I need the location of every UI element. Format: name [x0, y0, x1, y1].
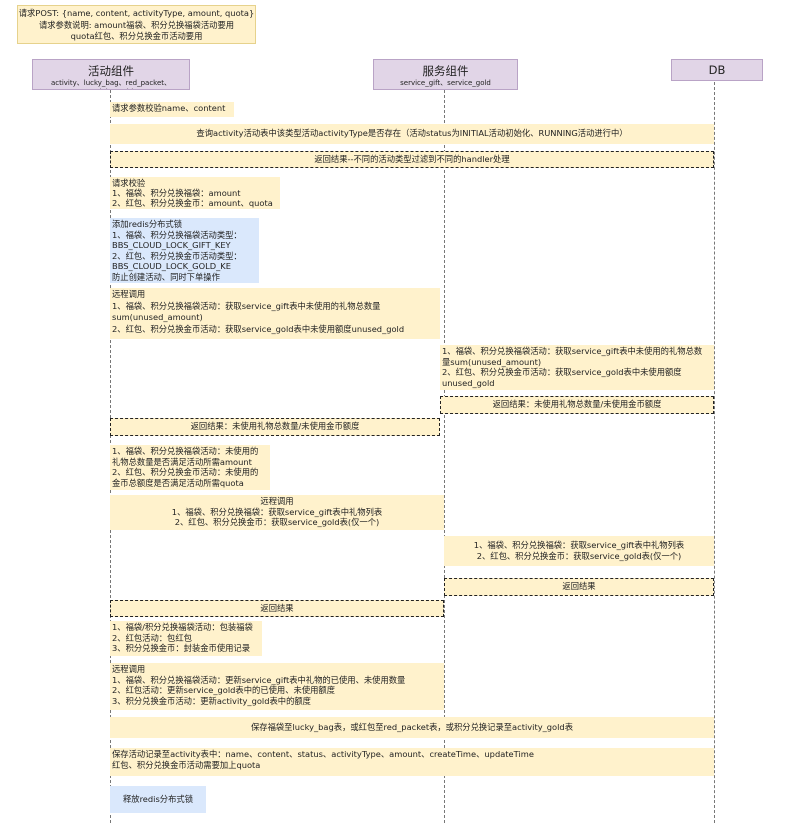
step-request-check: 请求校验 1、福袋、积分兑换福袋：amount 2、红包、积分兑换金币：amou…	[110, 177, 280, 209]
step-add-redis-lock-line-6: 防止创建活动、同时下单操作	[112, 271, 220, 282]
step-remote-call-update: 远程调用 1、福袋、积分兑换福袋活动：更新service_gift表中礼物的已使…	[110, 663, 444, 710]
participant-db-title: DB	[708, 63, 726, 77]
step-service-return-list: 返回结果	[110, 600, 444, 617]
participant-service-title: 服务组件	[422, 64, 469, 78]
step-add-redis-lock-line-2: 1、福袋、积分兑换福袋活动类型：	[112, 229, 242, 240]
step-return-handler-text: 返回结果--不同的活动类型过滤到不同的handler处理	[314, 154, 510, 164]
step-remote-call-list-line-1: 远程调用	[260, 496, 294, 506]
step-add-redis-lock-line-5: BBS_CLOUD_LOCK_GOLD_KE	[112, 261, 231, 271]
participant-activity-subtitle: activity、lucky_bag、red_packet、activity_g…	[50, 79, 172, 89]
step-remote-call-update-line-1: 远程调用	[112, 664, 146, 674]
step-save-record-text: 保存福袋至lucky_bag表，或红包至red_packet表，或积分兑换记录至…	[250, 722, 574, 732]
lifeline-service	[444, 90, 445, 823]
step-add-redis-lock-line-4: 2、红包、积分兑换金币活动类型：	[112, 250, 242, 261]
step-release-lock-text: 释放redis分布式锁	[122, 794, 193, 804]
step-db-query-list: 1、福袋、积分兑换福袋：获取service_gift表中礼物列表 2、红包、积分…	[444, 536, 714, 566]
step-param-validate: 请求参数校验name、content	[110, 102, 234, 117]
step-db-query-list-line-1: 1、福袋、积分兑换福袋：获取service_gift表中礼物列表	[473, 540, 685, 550]
step-check-sufficient-line-2: 礼物总数量是否满足活动所需amount	[112, 456, 252, 467]
step-db-return-list: 返回结果	[444, 578, 714, 596]
step-remote-call-unused: 远程调用 1、福袋、积分兑换福袋活动：获取service_gift表中未使用的礼…	[110, 288, 440, 339]
step-package: 1、福袋/积分兑换福袋活动：包装福袋 2、红包活动：包红包 3、积分兑换金币：封…	[110, 621, 262, 656]
step-db-query-unused-line-1: 1、福袋、积分兑换福袋活动：获取service_gift表中未使用的礼物总数	[442, 346, 703, 356]
request-note-line-2: 请求参数说明: amount福袋、积分兑换福袋活动要用	[38, 19, 235, 30]
participant-service-subtitle: service_gift、service_gold	[400, 79, 491, 87]
step-remote-call-update-line-4: 3、积分兑换金币活动：更新activity_gold表中的额度	[112, 695, 311, 706]
participant-service[interactable]: 服务组件 service_gift、service_gold	[373, 59, 518, 90]
step-request-check-line-3: 2、红包、积分兑换金币：amount、quota	[112, 198, 273, 208]
step-package-line-3: 3、积分兑换金币：封装金币使用记录	[112, 643, 251, 653]
lifeline-db	[714, 82, 715, 823]
step-remote-call-list-line-3: 2、红包、积分兑换金币：获取service_gold表(仅一个)	[174, 517, 380, 527]
step-remote-call-list: 远程调用 1、福袋、积分兑换福袋：获取service_gift表中礼物列表 2、…	[110, 495, 444, 530]
step-db-return-list-text: 返回结果	[562, 581, 596, 591]
participant-db[interactable]: DB	[671, 59, 763, 81]
participant-activity[interactable]: 活动组件 activity、lucky_bag、red_packet、activ…	[32, 59, 190, 90]
step-query-activity-text: 查询activity活动表中该类型活动activityType是否存在（活动st…	[196, 128, 628, 138]
step-remote-call-unused-line-2: 1、福袋、积分兑换福袋活动：获取service_gift表中未使用的礼物总数量	[112, 300, 381, 311]
step-add-redis-lock-line-1: 添加redis分布式锁	[112, 219, 183, 229]
step-db-query-list-line-2: 2、红包、积分兑换金币：获取service_gold表(仅一个)	[476, 551, 682, 561]
step-service-return-list-text: 返回结果	[260, 603, 294, 613]
step-save-activity-line-2: 红包、积分兑换金币活动需要加上quota	[112, 760, 261, 770]
step-db-query-unused: 1、福袋、积分兑换福袋活动：获取service_gift表中未使用的礼物总数 量…	[440, 345, 714, 390]
request-note-line-3: quota红包、积分兑换金币活动要用	[70, 31, 203, 41]
step-db-return-unused: 返回结果：未使用礼物总数量/未使用金币额度	[440, 396, 714, 414]
step-param-validate-text: 请求参数校验name、content	[112, 103, 226, 113]
step-save-record: 保存福袋至lucky_bag表，或红包至red_packet表，或积分兑换记录至…	[110, 717, 714, 738]
step-db-query-unused-line-3: 2、红包、积分兑换金币活动：获取service_gold表中未使用额度	[442, 367, 682, 377]
step-request-check-line-2: 1、福袋、积分兑换福袋：amount	[112, 188, 241, 198]
step-db-query-unused-line-2: 量sum(unused_amount)	[442, 356, 542, 367]
participant-activity-title: 活动组件	[88, 64, 134, 78]
step-check-sufficient-line-3: 2、红包、积分兑换金币活动：未使用的	[112, 467, 259, 477]
step-service-return-unused: 返回结果：未使用礼物总数量/未使用金币额度	[110, 418, 440, 436]
step-add-redis-lock-line-3: BBS_CLOUD_LOCK_GIFT_KEY	[112, 240, 231, 250]
step-remote-call-update-line-3: 2、红包活动：更新service_gold表中的已使用、未使用额度	[112, 685, 336, 695]
step-remote-call-unused-line-3: sum(unused_amount)	[112, 312, 203, 322]
step-package-line-2: 2、红包活动：包红包	[112, 632, 192, 643]
step-check-sufficient: 1、福袋、积分兑换福袋活动：未使用的 礼物总数量是否满足活动所需amount 2…	[110, 445, 270, 490]
step-check-sufficient-line-1: 1、福袋、积分兑换福袋活动：未使用的	[112, 446, 259, 456]
step-add-redis-lock: 添加redis分布式锁 1、福袋、积分兑换福袋活动类型： BBS_CLOUD_L…	[110, 218, 259, 283]
step-save-activity: 保存活动记录至activity表中：name、content、status、ac…	[110, 748, 714, 776]
step-remote-call-list-line-2: 1、福袋、积分兑换福袋：获取service_gift表中礼物列表	[171, 506, 383, 517]
step-return-handler: 返回结果--不同的活动类型过滤到不同的handler处理	[110, 151, 714, 168]
step-remote-call-unused-line-1: 远程调用	[112, 289, 146, 299]
step-service-return-unused-text: 返回结果：未使用礼物总数量/未使用金币额度	[190, 421, 360, 431]
step-save-activity-line-1: 保存活动记录至activity表中：name、content、status、ac…	[112, 749, 534, 759]
step-request-check-line-1: 请求校验	[112, 178, 146, 188]
step-db-query-unused-line-4: unused_gold	[442, 377, 495, 388]
step-release-lock: 释放redis分布式锁	[110, 786, 206, 813]
step-query-activity: 查询activity活动表中该类型活动activityType是否存在（活动st…	[110, 124, 714, 144]
step-check-sufficient-line-4: 金币总额度是否满足活动所需quota	[112, 477, 244, 488]
step-db-return-unused-text: 返回结果：未使用礼物总数量/未使用金币额度	[492, 399, 662, 409]
step-package-line-1: 1、福袋/积分兑换福袋活动：包装福袋	[112, 622, 253, 632]
request-note: 请求POST: {name, content, activityType, am…	[17, 5, 256, 44]
step-remote-call-update-line-2: 1、福袋、积分兑换福袋活动：更新service_gift表中礼物的已使用、未使用…	[112, 674, 406, 685]
step-remote-call-unused-line-4: 2、红包、积分兑换金币活动：获取service_gold表中未使用额度unuse…	[112, 323, 405, 334]
request-note-line-1: 请求POST: {name, content, activityType, am…	[18, 8, 255, 18]
